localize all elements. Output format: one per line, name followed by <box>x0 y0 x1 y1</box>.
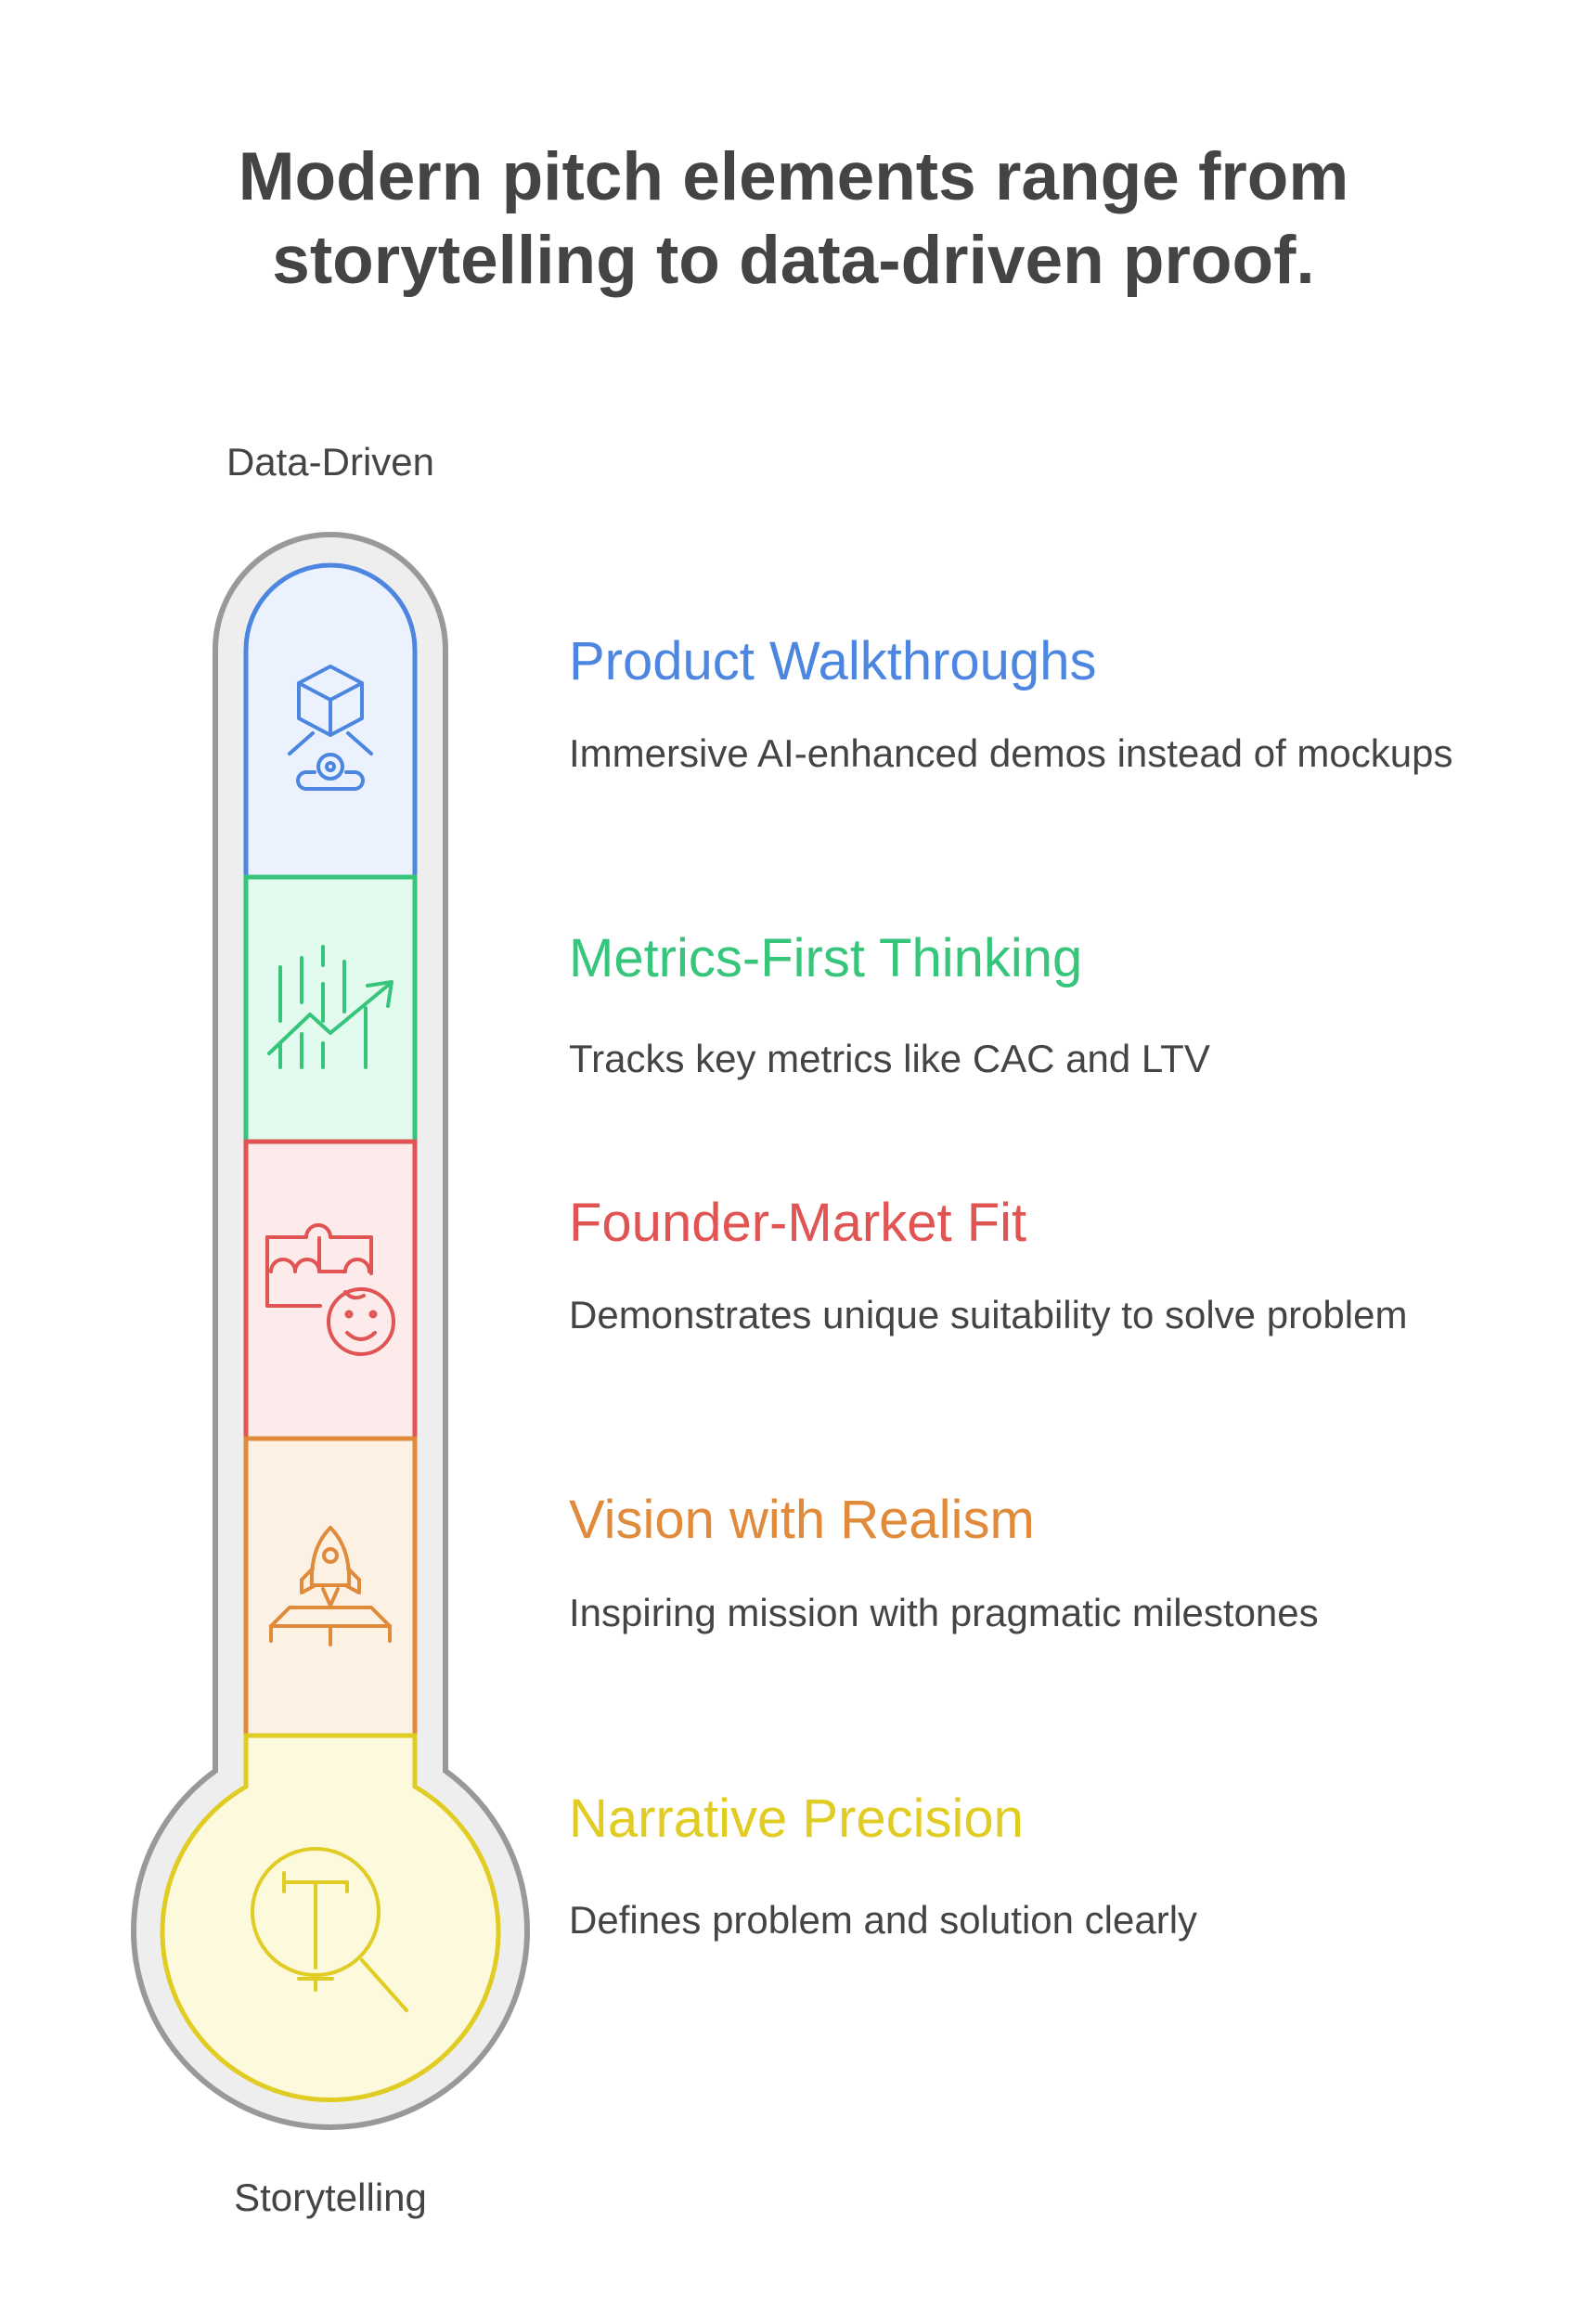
page-title-line-1: Modern pitch elements range from <box>238 139 1349 214</box>
rocket-launch-icon <box>269 1526 392 1646</box>
level-description: Inspiring mission with pragmatic milesto… <box>569 1591 1319 1634</box>
level-heading: Founder-Market Fit <box>569 1193 1027 1253</box>
page-title-line-2: storytelling to data-driven proof. <box>272 223 1315 298</box>
level-description: Demonstrates unique suitability to solve… <box>569 1293 1408 1336</box>
level-heading: Product Walkthroughs <box>569 631 1097 691</box>
segment-narrative-precision <box>160 1733 501 2102</box>
level-description: Immersive AI-enhanced demos instead of m… <box>569 731 1453 775</box>
level-heading: Metrics-First Thinking <box>569 928 1083 988</box>
scale-bottom-label: Storytelling <box>234 2176 427 2219</box>
puzzle-face-icon <box>265 1223 395 1356</box>
cube-projector-icon <box>288 665 373 791</box>
scale-top-label: Data-Driven <box>226 440 435 484</box>
level-heading: Narrative Precision <box>569 1788 1024 1849</box>
level-description: Tracks key metrics like CAC and LTV <box>569 1037 1210 1080</box>
text-magnifier-icon <box>251 1847 408 2012</box>
level-heading: Vision with Realism <box>569 1490 1035 1550</box>
segment-founder-market-fit <box>243 1139 418 1441</box>
level-description: Defines problem and solution clearly <box>569 1898 1198 1942</box>
segment-metrics-first-thinking <box>243 874 418 1144</box>
growth-chart-icon <box>267 945 394 1069</box>
